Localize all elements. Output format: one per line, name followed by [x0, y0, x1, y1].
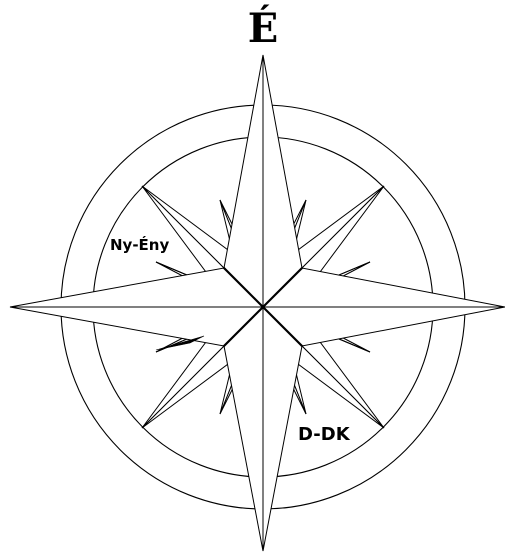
- nw-label: Ny-Ény: [110, 235, 169, 254]
- sse-label: D-DK: [298, 424, 351, 445]
- north-label: É: [248, 5, 279, 52]
